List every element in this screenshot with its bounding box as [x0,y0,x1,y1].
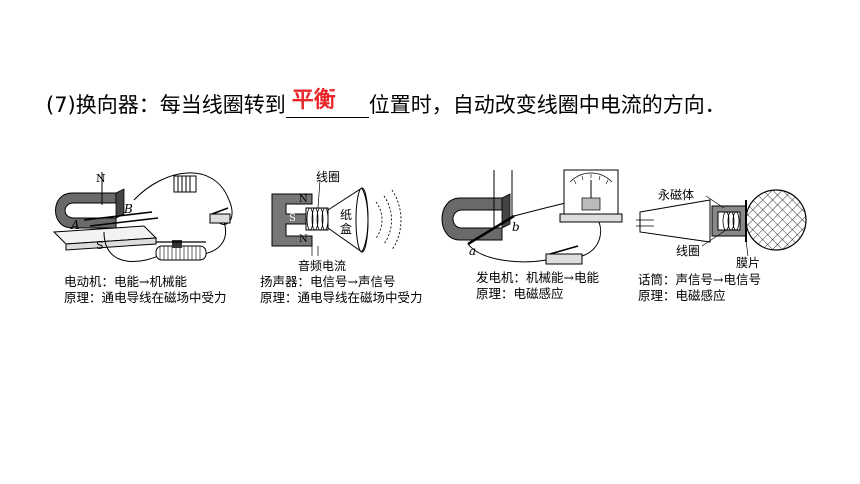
speaker-label-coil: 线圈 [316,170,341,184]
answer-blank: 平衡 [285,88,369,122]
speaker-label-paper: 纸 [340,208,353,222]
motor-caption-2: 原理：通电导线在磁场中受力 [64,290,227,305]
microphone-label-film: 膜片 [736,256,761,270]
answer-text: 平衡 [291,88,336,113]
headline: (7)换向器：每当线圈转到平衡 位置时，自动改变线圈中电流的方向． [46,88,726,122]
generator-label-a: a [469,244,477,258]
speaker-label-current: 音频电流 [298,259,347,273]
microphone-label-magnet: 永磁体 [658,188,695,202]
speaker-illustration [271,179,402,256]
motor-label-s: S [96,239,104,252]
speaker-label-n-top: N [299,194,308,205]
motor-label-b: B [124,202,133,216]
microphone-label-coil: 线圈 [676,244,701,258]
motor-label-n: N [96,172,106,185]
microphone-caption-1: 话筒：声信号→电信号 [638,272,761,287]
motor-caption-1: 电动机：电能→机械能 [64,274,187,289]
speaker-label-n-bottom: N [299,234,308,245]
figure-microphone: 永磁体 线圈 膜片 话筒：声信号→电信号 原理：电磁感应 [634,160,834,310]
blank-underline [285,117,369,118]
generator-label-b: b [512,220,520,234]
speaker-caption-1: 扬声器：电信号→声信号 [260,274,396,289]
microphone-caption-2: 原理：电磁感应 [638,288,726,303]
generator-caption-1: 发电机：机械能→电能 [476,270,599,285]
headline-suffix: 位置时，自动改变线圈中电流的方向． [368,93,726,117]
speaker-label-s: S [289,213,296,224]
figure-speaker: 线圈 N S N 纸 盒 音频电流 扬声器：电信号→声信号 原理：通电导线在磁场… [258,160,438,310]
speaker-label-box: 盒 [340,222,353,236]
generator-illustration [441,169,623,265]
microphone-illustration [636,189,807,257]
generator-caption-2: 原理：电磁感应 [476,286,564,301]
motor-label-a: A [71,218,80,232]
speaker-caption-2: 原理：通电导线在磁场中受力 [260,290,423,305]
motor-illustration [52,172,233,263]
headline-prefix: (7)换向器：每当线圈转到 [46,93,286,117]
figure-motor: N B A S 电动机：电能→机械能 原理：通电导线在磁场中受力 [44,160,244,310]
figure-generator: a b 发电机：机械能→电能 原理：电磁感应 [432,160,627,310]
